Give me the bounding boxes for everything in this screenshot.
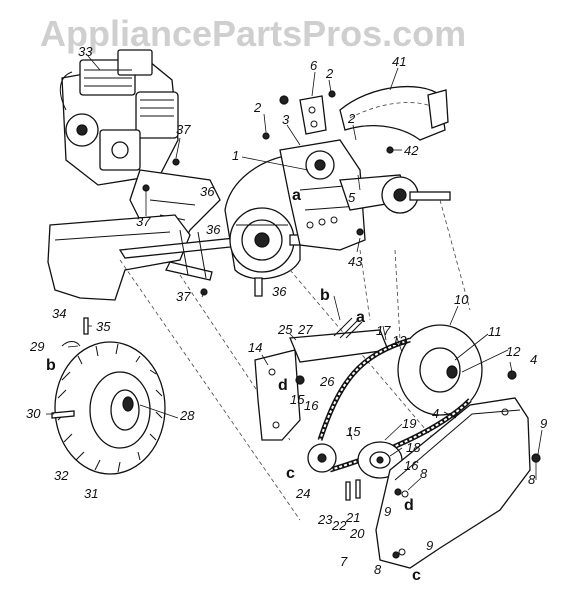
callout-19: 19 xyxy=(402,416,416,431)
nut xyxy=(507,370,517,380)
bolt xyxy=(262,132,270,140)
callout-28: 28 xyxy=(179,408,195,423)
callout-37: 37 xyxy=(136,214,151,229)
top-shield xyxy=(339,85,449,141)
callout-26: 26 xyxy=(319,374,335,389)
callout-27: 27 xyxy=(297,322,313,337)
bolt xyxy=(328,90,336,98)
nut xyxy=(531,453,541,463)
callout-16: 16 xyxy=(404,458,419,473)
callout-8: 8 xyxy=(528,472,536,487)
callout-9: 9 xyxy=(384,504,391,519)
bolt xyxy=(356,228,364,236)
wheel-bolt xyxy=(51,410,75,419)
connection-letter-d: d xyxy=(404,497,414,514)
callout-14: 14 xyxy=(248,340,262,355)
belt-cover xyxy=(375,397,531,569)
callout-36: 36 xyxy=(206,222,221,237)
callout-10: 10 xyxy=(454,292,469,307)
callout-11: 11 xyxy=(488,324,502,339)
large-pulley xyxy=(397,324,483,416)
callout-9: 9 xyxy=(426,538,433,553)
engine xyxy=(59,49,179,186)
callout-30: 30 xyxy=(26,406,41,421)
callout-12: 12 xyxy=(506,344,521,359)
callout-32: 32 xyxy=(54,468,69,483)
callout-18: 18 xyxy=(406,440,421,455)
callout-8: 8 xyxy=(374,562,382,577)
callout-6: 6 xyxy=(310,58,318,73)
callout-35: 35 xyxy=(96,319,111,334)
tine-shaft xyxy=(339,174,451,214)
bolt xyxy=(172,158,180,166)
connection-letter-b: b xyxy=(46,357,56,374)
transmission-body xyxy=(279,139,366,251)
upper-bracket xyxy=(299,95,327,135)
callout-4: 4 xyxy=(530,352,537,367)
hair-pin-clip xyxy=(61,341,81,347)
callout-1: 1 xyxy=(232,148,239,163)
callout-22: 22 xyxy=(331,518,347,533)
mount-stud xyxy=(254,277,263,297)
callout-13: 13 xyxy=(392,333,407,348)
watermark-text: AppliancePartsPros.com xyxy=(40,13,466,54)
bolt xyxy=(279,95,289,105)
connection-letter-d: d xyxy=(278,377,288,394)
small-pulley xyxy=(307,443,337,473)
callout-43: 43 xyxy=(348,254,363,269)
callout-23: 23 xyxy=(317,512,333,527)
callout-16: 16 xyxy=(304,398,319,413)
callout-31: 31 xyxy=(84,486,98,501)
callout-36: 36 xyxy=(200,184,215,199)
callout-15: 15 xyxy=(346,424,361,439)
callout-2: 2 xyxy=(347,111,356,126)
callout-34: 34 xyxy=(52,306,66,321)
connection-letter-c: c xyxy=(286,465,295,482)
nut xyxy=(394,488,402,496)
callout-21: 21 xyxy=(345,510,360,525)
callout-17: 17 xyxy=(376,323,391,338)
bolt xyxy=(355,479,361,499)
callout-36: 36 xyxy=(272,284,287,299)
connection-letter-a: a xyxy=(356,309,365,326)
front-guard xyxy=(47,214,191,301)
leader-lines xyxy=(46,55,543,491)
callout-24: 24 xyxy=(295,486,310,501)
connection-letter-b: b xyxy=(320,287,330,304)
screw xyxy=(83,317,89,335)
callout-37: 37 xyxy=(176,289,191,304)
connection-letters: a a b b c c d d xyxy=(46,187,421,584)
callout-20: 20 xyxy=(349,526,365,541)
callout-3: 3 xyxy=(282,112,290,127)
nut xyxy=(392,551,400,559)
callout-37: 37 xyxy=(176,122,191,137)
connection-letter-a: a xyxy=(292,187,301,204)
callout-15: 15 xyxy=(290,392,305,407)
callout-4: 4 xyxy=(432,406,439,421)
callout-29: 29 xyxy=(29,339,44,354)
callout-numbers: 33 37 37 37 34 35 29 30 28 32 31 6 2 2 2… xyxy=(26,44,547,577)
callout-8: 8 xyxy=(420,466,428,481)
drive-belt xyxy=(317,337,472,473)
callout-25: 25 xyxy=(277,322,293,337)
bolt xyxy=(345,481,351,501)
wheel xyxy=(54,341,166,475)
callout-9: 9 xyxy=(540,416,547,431)
callout-2: 2 xyxy=(253,100,262,115)
callout-2: 2 xyxy=(325,66,334,81)
callout-33: 33 xyxy=(78,44,93,59)
callout-5: 5 xyxy=(348,190,356,205)
callout-42: 42 xyxy=(404,143,419,158)
callout-7: 7 xyxy=(340,554,348,569)
callout-41: 41 xyxy=(392,54,406,69)
connection-letter-c: c xyxy=(412,567,421,584)
